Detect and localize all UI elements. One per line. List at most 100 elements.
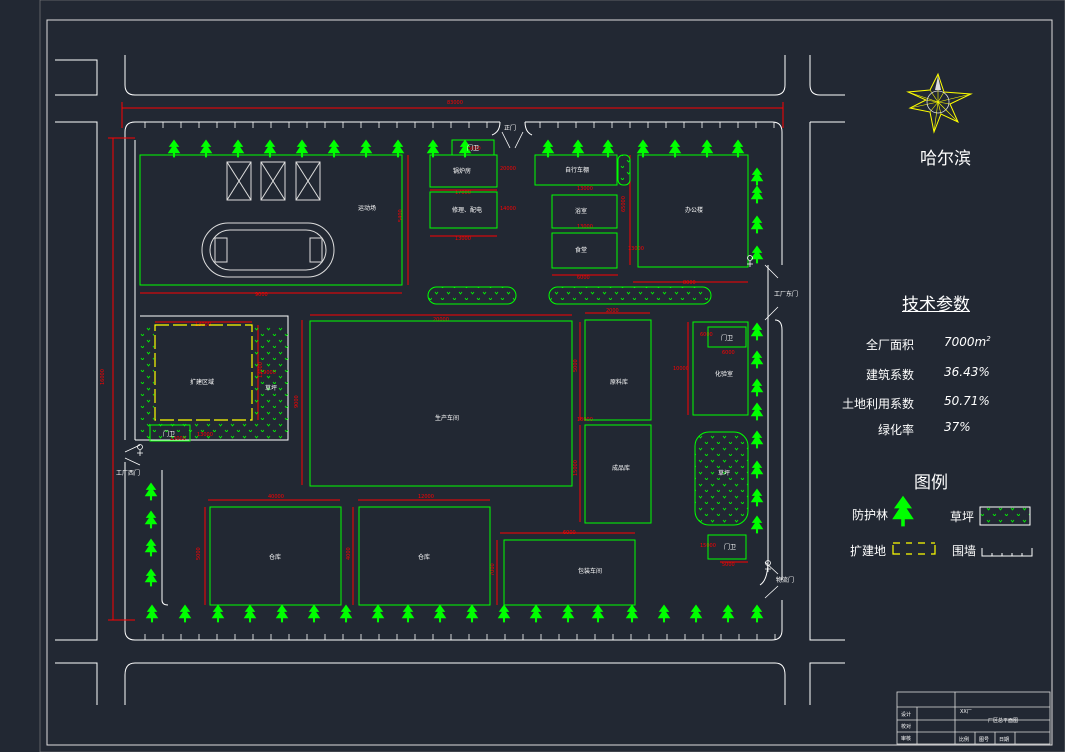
dimension-text: 5000 <box>573 359 579 372</box>
dimension-text: 5000 <box>722 562 735 568</box>
building-labels: 运动场锅炉房门卫修理、配电自行车棚浴室食堂办公楼扩建区域门卫草坪生产车间原料库成… <box>163 144 736 575</box>
dimension-text: 40000 <box>268 494 284 500</box>
compass-city-label: 哈尔滨 <box>920 149 971 169</box>
tree-icon <box>657 604 671 623</box>
building-store-a <box>209 506 342 606</box>
building-label-store-b: 仓库 <box>418 553 430 561</box>
tree-icon <box>750 378 764 397</box>
tree-icon <box>561 604 575 623</box>
expansion-area-boundary <box>154 324 253 421</box>
title-block <box>896 691 1051 745</box>
dimension-text: 5000 <box>196 547 202 560</box>
building-product-warehouse <box>584 424 652 524</box>
wind-rose-compass <box>906 72 973 134</box>
building-label-lawn-right: 草坪 <box>718 469 730 477</box>
building-label-guard-right: 门卫 <box>721 334 733 342</box>
building-label-guard-left: 门卫 <box>163 430 175 438</box>
gate-left-label: 工厂西门 <box>116 469 140 477</box>
dimension-text: 2000 <box>606 308 619 314</box>
wall-posts <box>144 122 776 640</box>
building-label-expansion-area: 扩建区域 <box>190 378 214 386</box>
dimension-text: 13000 <box>455 236 471 242</box>
dimension-text: 17000 <box>455 190 471 196</box>
outer-frame <box>39 0 1065 752</box>
building-label-lab: 化验室 <box>715 370 733 378</box>
tree-icon <box>750 402 764 421</box>
param-name-area: 全厂面积 <box>865 338 914 352</box>
tree-icon <box>750 460 764 479</box>
building-label-canteen: 食堂 <box>575 246 587 254</box>
sports-field-details <box>201 161 335 278</box>
dimension-text: 13000 <box>577 186 593 192</box>
tree-icon <box>750 322 764 341</box>
tree-icon <box>625 604 639 623</box>
dimension-text: 14000 <box>500 206 516 212</box>
building-label-guard-top: 门卫 <box>467 144 479 152</box>
tree-icon <box>750 604 764 623</box>
building-label-office: 办公楼 <box>685 206 703 214</box>
param-value-area: 7000m2 <box>944 335 991 349</box>
dimension-text: 13000 <box>628 246 644 252</box>
tree-icon <box>433 604 447 623</box>
gate-swings <box>124 131 779 599</box>
tree-icon <box>750 430 764 449</box>
tb-row-check: 校对 <box>901 723 911 730</box>
building-lab <box>692 321 749 416</box>
tree-icon <box>243 604 257 623</box>
dimension-text: 16000 <box>100 369 106 385</box>
building-packaging <box>503 539 636 606</box>
tb-footer-number: 图号 <box>979 737 989 743</box>
dimension-text: 6000 <box>700 332 713 338</box>
legend-wall-symbol <box>981 548 1033 557</box>
tb-footer-date: 日期 <box>999 737 1009 743</box>
tree-icon <box>750 215 764 234</box>
tree-icon <box>750 245 764 264</box>
building-label-sports-field: 运动场 <box>358 204 376 212</box>
building-label-guard-right-low: 门卫 <box>724 543 736 551</box>
dimension-text: 13000 <box>577 224 593 230</box>
building-sports-field <box>139 154 403 286</box>
gate-right-low-label: 物流门 <box>776 576 794 584</box>
tb-row-review: 审核 <box>901 735 911 742</box>
building-label-store-a: 仓库 <box>269 553 281 561</box>
building-store-b <box>358 506 491 606</box>
dimension-text: 9000 <box>255 292 268 298</box>
tech-params-title: 技术参数 <box>902 295 970 315</box>
legend-expansion-symbol <box>892 542 936 555</box>
tree-icon <box>144 538 158 557</box>
tree-icon <box>750 185 764 204</box>
dimension-text: 83000 <box>447 100 463 106</box>
tree-icon <box>371 604 385 623</box>
building-bath-room <box>551 194 618 229</box>
building-main-workshop <box>309 320 573 487</box>
legend-lawn-symbol <box>979 506 1031 526</box>
tree-icon <box>401 604 415 623</box>
dimension-texts: 8300016000900054002000090001300013000400… <box>100 100 735 576</box>
param-name-greening: 绿化率 <box>877 423 914 437</box>
tree-icon <box>178 604 192 623</box>
tb-drawing-name: 厂区总平面图 <box>988 717 1018 724</box>
building-label-packaging: 包装车间 <box>578 567 602 575</box>
tb-footer-scale: 比例 <box>959 736 969 743</box>
param-value-greening: 37% <box>944 420 971 434</box>
tree-icon <box>689 604 703 623</box>
building-guard-top <box>451 139 495 156</box>
building-bike-shed <box>534 154 618 186</box>
tree-icon <box>339 604 353 623</box>
dimension-text: 20000 <box>433 317 449 323</box>
enclosure-wall <box>124 121 783 641</box>
legend-label-wall: 围墙 <box>952 544 977 558</box>
param-name-land-use: 土地利用系数 <box>841 397 914 411</box>
tree-icon <box>750 488 764 507</box>
tree-icon <box>750 515 764 534</box>
building-office <box>637 154 749 268</box>
dimension-text: 9000 <box>294 395 300 408</box>
dimension-text: 12000 <box>418 494 434 500</box>
dimension-text: 15000 <box>573 460 579 476</box>
legend-symbols <box>892 495 1033 557</box>
buildings <box>139 139 749 606</box>
building-label-bike-shed: 自行车棚 <box>565 166 589 174</box>
tree-icon <box>591 604 605 623</box>
dimension-lines <box>108 102 784 621</box>
